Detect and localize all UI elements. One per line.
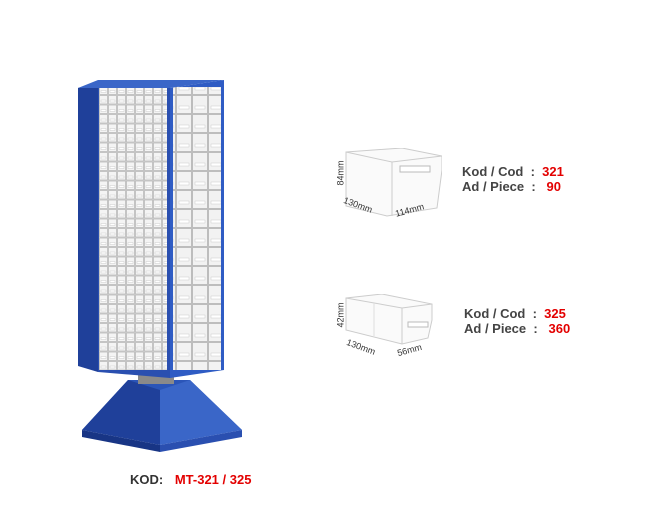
piece-label: Ad / Piece bbox=[464, 321, 527, 336]
large-bins-face bbox=[173, 87, 221, 370]
code-label: Kod / Cod bbox=[464, 306, 526, 321]
product-code: KOD: MT-321 / 325 bbox=[130, 472, 251, 487]
rotating-bin-stand-image bbox=[78, 80, 242, 452]
piece-label: Ad / Piece bbox=[462, 179, 525, 194]
code-value: 325 bbox=[544, 306, 566, 321]
bin-321-specs: Kod / Cod : 321 Ad / Piece : 90 bbox=[462, 164, 564, 194]
bin-height: 42mm bbox=[335, 302, 346, 328]
bin-325-specs: Kod / Cod : 325 Ad / Piece : 360 bbox=[464, 306, 571, 336]
bin-321-image bbox=[345, 148, 442, 217]
code-label: KOD: bbox=[130, 472, 164, 487]
bin-325-image bbox=[345, 294, 433, 345]
code-label: Kod / Cod bbox=[462, 164, 524, 179]
small-bins-face bbox=[99, 88, 167, 370]
code-value: MT-321 / 325 bbox=[174, 472, 252, 487]
piece-value: 360 bbox=[548, 321, 571, 336]
piece-value: 90 bbox=[546, 179, 561, 194]
bin-height: 84mm bbox=[335, 160, 346, 186]
code-value: 321 bbox=[542, 164, 564, 179]
